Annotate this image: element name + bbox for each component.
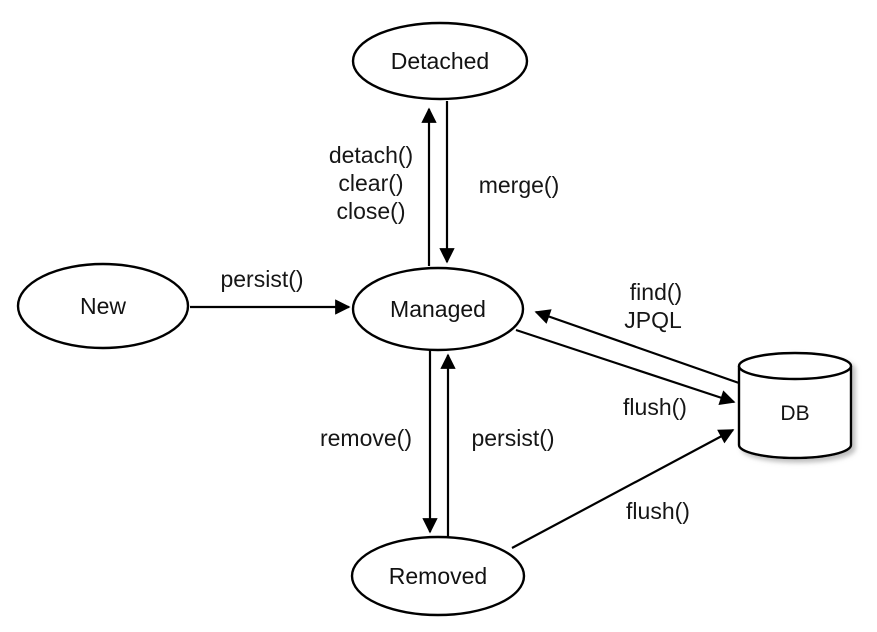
label-clear: clear()	[338, 170, 403, 196]
node-detached-label: Detached	[391, 48, 489, 74]
label-find: find()	[630, 279, 682, 305]
edge-labels: persist() detach() clear() close() merge…	[220, 142, 689, 524]
edges	[190, 101, 740, 549]
node-removed	[350, 535, 526, 617]
edge-managed-to-db	[515, 328, 736, 405]
label-close: close()	[336, 198, 405, 224]
label-persist-removed: persist()	[471, 425, 554, 451]
label-flush-managed: flush()	[623, 394, 687, 420]
edge-db-to-managed	[534, 309, 740, 385]
node-new	[16, 262, 190, 350]
node-removed-label: Removed	[389, 563, 487, 589]
label-flush-removed: flush()	[626, 498, 690, 524]
db-cylinder-top	[737, 351, 853, 381]
node-detached	[351, 21, 529, 101]
nodes: New Detached Managed Removed DB	[16, 21, 853, 617]
node-managed-label: Managed	[390, 296, 486, 322]
node-managed	[351, 266, 525, 352]
node-new-label: New	[80, 293, 126, 319]
node-db-label: DB	[780, 402, 809, 425]
db-cylinder-body	[737, 366, 853, 460]
edge-removed-to-db	[511, 429, 735, 549]
label-jpql: JPQL	[624, 307, 682, 333]
label-remove: remove()	[320, 425, 412, 451]
label-detach: detach()	[329, 142, 413, 168]
label-merge: merge()	[479, 172, 560, 198]
node-db-cylinder	[737, 351, 853, 460]
label-persist-new: persist()	[220, 266, 303, 292]
